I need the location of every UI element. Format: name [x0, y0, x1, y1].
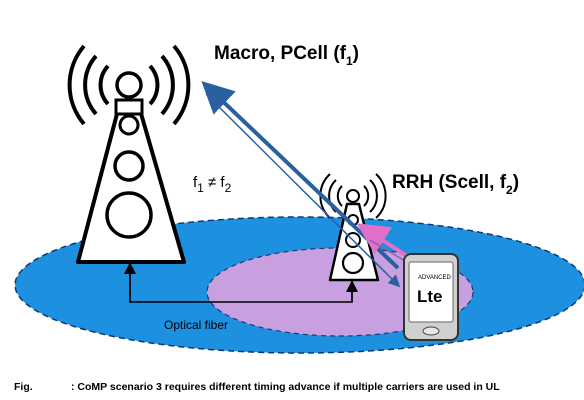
lte-logo-small: ADVANCED	[418, 275, 452, 281]
rrh-uplink-arrow	[356, 223, 412, 260]
optical-fiber-label: Optical fiber	[164, 318, 228, 332]
optical-fiber-link	[124, 262, 358, 303]
caption-text: : CoMP scenario 3 requires different tim…	[71, 381, 500, 393]
caption-prefix: Fig.	[14, 381, 33, 393]
macro-tower-icon	[67, 44, 191, 264]
lte-phone-icon: ADVANCED Lte	[403, 253, 459, 341]
lte-logo-icon: ADVANCED Lte	[417, 275, 452, 306]
lte-logo-text: Lte	[417, 287, 443, 306]
frequency-label: f1 ≠ f2	[193, 174, 232, 195]
macro-label: Macro, PCell (f1)	[214, 43, 359, 68]
rrh-label: RRH (Scell, f2)	[392, 172, 519, 197]
